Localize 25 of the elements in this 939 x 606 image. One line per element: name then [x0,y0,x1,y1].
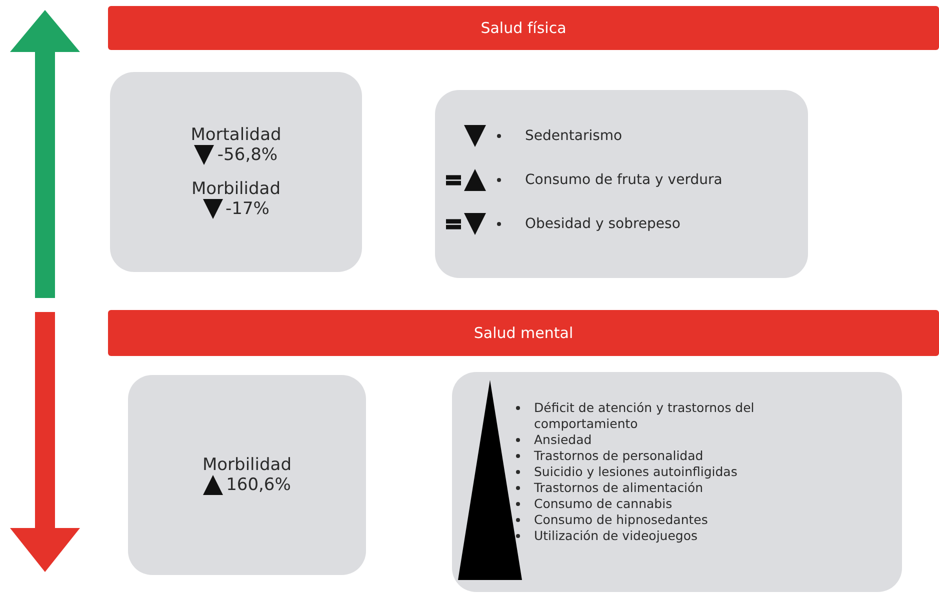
metric-label: Morbilidad [191,179,281,199]
list-item: Suicidio y lesiones autoinfligidas [534,464,738,480]
metric-value: -17% [226,199,270,219]
list-item: Déficit de atención y trastornos del comportamiento [534,400,756,432]
section-title: Salud física [480,19,566,37]
list-item: Consumo de cannabis [534,496,672,512]
metric-value: -56,8% [217,145,278,165]
metric-label: Morbilidad [202,455,292,475]
list-item: Consumo de fruta y verdura [525,172,722,188]
info-card [110,72,362,272]
list-item: Utilización de videojuegos [534,528,698,544]
list-item: Sedentarismo [525,128,622,144]
list-item: Consumo de hipnosedantes [534,512,708,528]
list-item: Obesidad y sobrepeso [525,216,680,232]
metric-value: 160,6% [226,475,291,495]
info-card [452,372,902,592]
metric-label: Mortalidad [190,125,282,145]
list-item: Trastornos de personalidad [534,448,704,464]
info-card [435,90,808,278]
list-item: Trastornos de alimentación [534,480,704,496]
section-banner [108,6,939,50]
info-card [128,375,366,575]
section-banner [108,310,939,356]
section-title: Salud mental [474,324,574,342]
list-item: Ansiedad [534,432,592,448]
